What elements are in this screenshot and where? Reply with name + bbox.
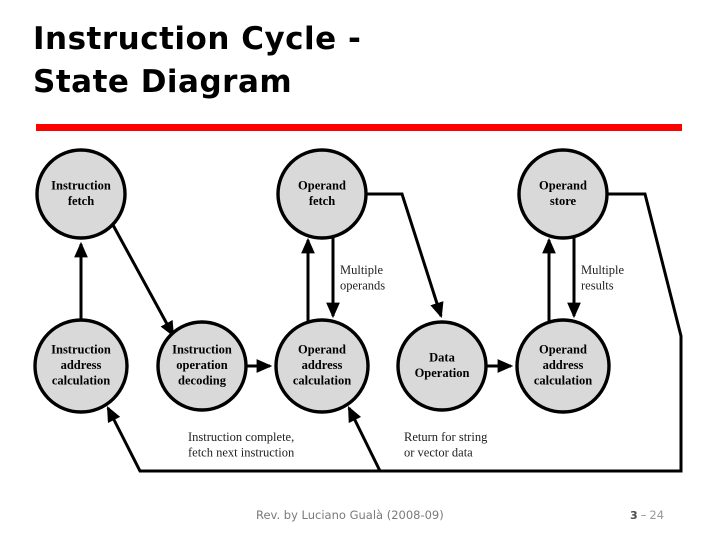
edge-opfetch-to-dataop bbox=[366, 192, 444, 319]
node-circle bbox=[276, 148, 368, 240]
page-dash: – bbox=[640, 508, 647, 522]
node-circle bbox=[33, 318, 129, 414]
edge-label-instruction-complete: Instruction complete,fetch next instruct… bbox=[188, 430, 295, 460]
page-total: 24 bbox=[649, 508, 665, 522]
page-number: 3 bbox=[630, 509, 638, 522]
node-circle bbox=[35, 148, 127, 240]
title-block: Instruction Cycle - State Diagram bbox=[33, 18, 693, 104]
node-circle bbox=[515, 318, 611, 414]
footer-page-indicator: 3 – 24 bbox=[630, 508, 664, 522]
edge-opstore-return-rail bbox=[106, 192, 683, 473]
node-circle bbox=[517, 148, 609, 240]
node-circle bbox=[396, 320, 488, 412]
edge-return-string-vector bbox=[347, 406, 382, 472]
node-circle bbox=[274, 318, 370, 414]
diagram-edges bbox=[74, 192, 683, 473]
title-divider-rule bbox=[36, 124, 682, 131]
node-circle bbox=[156, 320, 248, 412]
page-title: Instruction Cycle - State Diagram bbox=[33, 21, 362, 100]
footer-credit: Rev. by Luciano Gualà (2008-09) bbox=[256, 508, 444, 522]
edge-ifetch-to-idecode bbox=[111, 224, 175, 337]
